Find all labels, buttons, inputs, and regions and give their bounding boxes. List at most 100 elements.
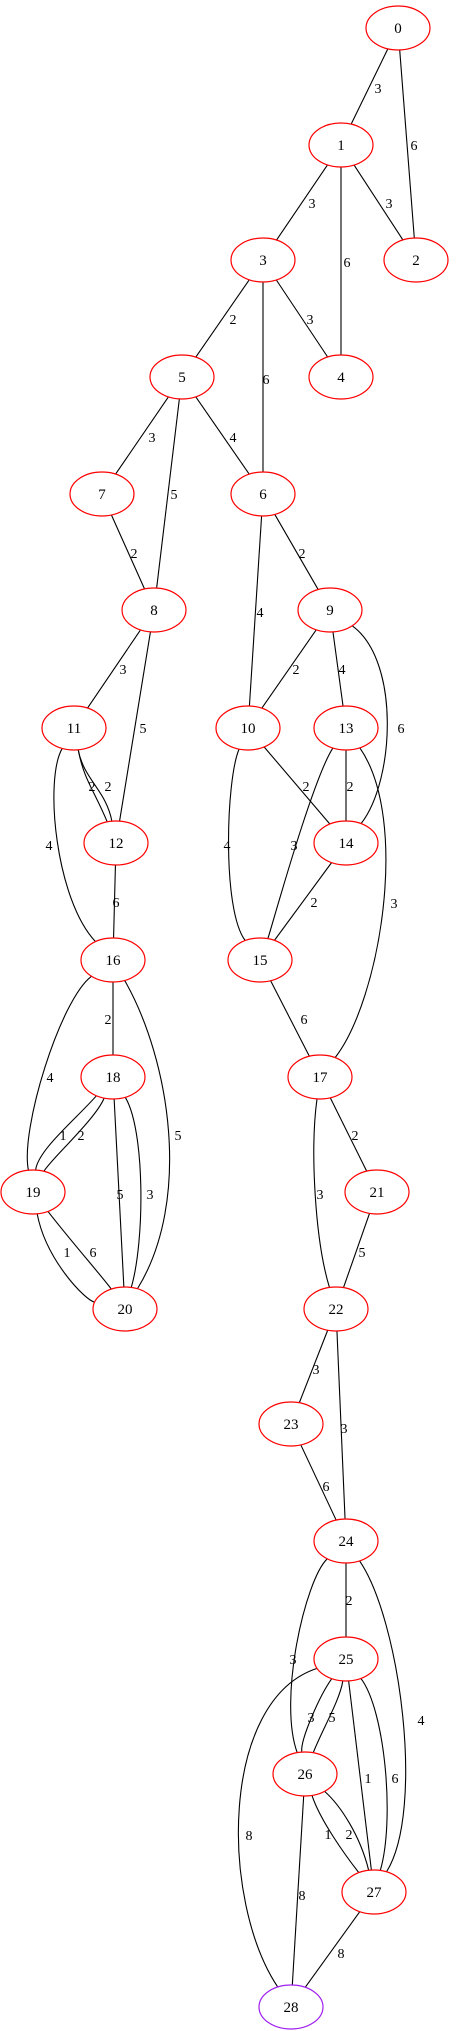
edge-weight-label: 3 <box>120 663 127 678</box>
node-ellipse <box>313 1518 379 1564</box>
edge-weight-label: 3 <box>375 82 382 97</box>
node-label: 15 <box>253 953 268 969</box>
node-label: 9 <box>326 603 334 619</box>
edge-line <box>124 1097 142 1288</box>
edge-weight-label: 2 <box>131 547 138 562</box>
node-ellipse <box>215 705 281 751</box>
edge-18-19: 2 <box>35 1095 97 1171</box>
node-6: 6 <box>230 471 296 517</box>
node-ellipse <box>308 354 374 400</box>
edge-line <box>261 629 317 709</box>
edge-24-27: 4 <box>359 1560 425 1873</box>
edge-6-9: 2 <box>274 514 319 590</box>
node-label: 22 <box>329 1302 344 1318</box>
edge-weight-label: 2 <box>293 663 300 678</box>
edge-23-24: 6 <box>300 1444 337 1521</box>
edge-weight-label: 6 <box>344 256 351 271</box>
edge-9-10: 2 <box>261 629 317 709</box>
node-label: 28 <box>284 2000 299 2016</box>
edge-line <box>353 164 404 241</box>
node-12: 12 <box>83 820 149 866</box>
node-24: 24 <box>313 1518 379 1564</box>
node-ellipse <box>365 5 431 51</box>
edge-1-3: 3 <box>276 164 328 241</box>
edge-14-15: 2 <box>273 862 333 941</box>
node-label: 27 <box>367 1885 383 1901</box>
edge-5-8: 5 <box>156 398 180 589</box>
node-ellipse <box>149 354 215 400</box>
edge-weight-label: 2 <box>299 547 306 562</box>
node-25: 25 <box>313 1636 379 1682</box>
edge-16-20: 5 <box>124 980 182 1290</box>
node-label: 19 <box>26 1185 41 1201</box>
node-5: 5 <box>149 354 215 400</box>
edge-weight-label: 6 <box>398 722 405 737</box>
node-ellipse <box>308 122 374 168</box>
edge-weight-label: 3 <box>291 839 298 854</box>
node-ellipse <box>297 587 363 633</box>
node-label: 0 <box>394 21 402 37</box>
edge-weight-label: 3 <box>317 1188 324 1203</box>
edge-weight-label: 6 <box>323 1480 330 1495</box>
edge-weight-label: 5 <box>175 1129 182 1144</box>
node-label: 12 <box>109 836 124 852</box>
node-2: 2 <box>383 237 449 283</box>
edge-line <box>311 1795 360 1873</box>
edge-line <box>270 980 310 1057</box>
edge-weight-label: 1 <box>60 1129 67 1144</box>
edge-13-15: 3 <box>267 747 334 939</box>
edge-weight-label: 6 <box>263 373 270 388</box>
edge-weight-label: 5 <box>329 1711 336 1726</box>
edge-line <box>350 48 389 125</box>
node-13: 13 <box>313 705 379 751</box>
edge-line <box>124 980 171 1290</box>
edge-weight-label: 3 <box>290 1653 297 1668</box>
edge-16-19: 4 <box>26 975 92 1171</box>
edge-weight-label: 1 <box>365 1772 372 1787</box>
edge-line <box>113 1098 125 1288</box>
node-label: 6 <box>259 487 267 503</box>
edge-line <box>291 1795 305 1986</box>
edge-weight-label: 3 <box>149 431 156 446</box>
edge-22-23: 3 <box>298 1330 329 1403</box>
node-label: 14 <box>339 836 355 852</box>
edge-line <box>237 1667 318 1988</box>
node-28: 28 <box>258 1984 324 2030</box>
edge-weight-label: 3 <box>313 1363 320 1378</box>
node-8: 8 <box>121 587 187 633</box>
node-9: 9 <box>297 587 363 633</box>
edge-10-14: 2 <box>263 746 331 825</box>
node-15: 15 <box>227 937 293 983</box>
edge-line <box>329 1097 368 1172</box>
edge-line <box>227 748 246 941</box>
edge-13-14: 2 <box>345 750 354 821</box>
edge-line <box>300 1444 337 1521</box>
node-label: 1 <box>337 138 345 154</box>
node-27: 27 <box>341 1869 407 1915</box>
node-ellipse <box>383 237 449 283</box>
edge-weight-label: 2 <box>352 1129 359 1144</box>
edge-line <box>351 625 388 824</box>
edge-weight-label: 4 <box>339 663 346 678</box>
node-label: 20 <box>118 1302 133 1318</box>
edge-weight-label: 3 <box>391 897 398 912</box>
edge-16-18: 2 <box>105 982 114 1055</box>
edge-line <box>248 515 263 707</box>
node-label: 10 <box>241 721 256 737</box>
edge-9-13: 4 <box>332 631 346 707</box>
edge-line <box>359 1560 407 1873</box>
node-4: 4 <box>308 354 374 400</box>
edge-line <box>115 396 169 475</box>
edge-18-20: 5 <box>113 1098 125 1288</box>
node-22: 22 <box>303 1286 369 1332</box>
edge-8-11: 3 <box>87 629 141 709</box>
node-label: 5 <box>178 370 186 386</box>
edge-line <box>26 975 92 1171</box>
node-ellipse <box>227 937 293 983</box>
node-16: 16 <box>80 937 146 983</box>
node-label: 11 <box>67 721 81 737</box>
edge-weight-label: 6 <box>113 896 120 911</box>
edge-9-14: 6 <box>351 625 405 824</box>
edge-18-20: 3 <box>124 1097 154 1288</box>
